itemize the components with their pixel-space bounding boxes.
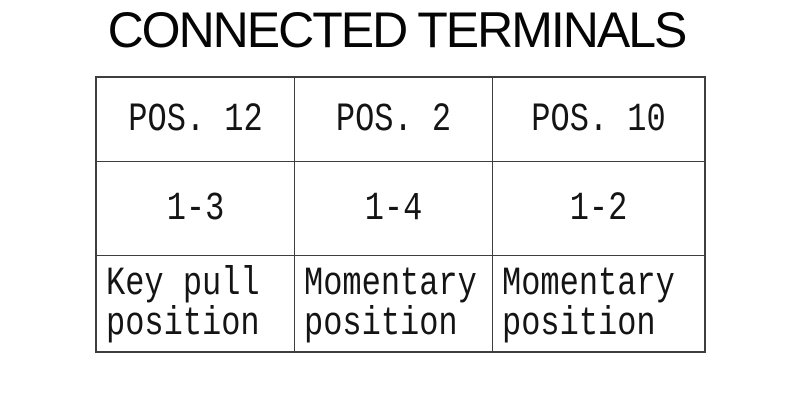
table-cell-pos-2: POS. 2	[295, 78, 493, 162]
table-cell-momentary-position-2: Momentary position	[493, 256, 704, 351]
cell-text: POS. 2	[335, 95, 452, 142]
table-cell-key-pull-position: Key pull position	[97, 256, 295, 351]
table-cell-terminals-1-3: 1-3	[97, 162, 295, 256]
cell-text: POS. 12	[128, 95, 263, 142]
connected-terminals-table: POS. 12 POS. 2 POS. 10 1-3 1-4 1-2 Key p…	[95, 76, 706, 353]
cell-text: POS. 10	[531, 95, 666, 142]
cell-text: Momentary position	[304, 259, 477, 346]
cell-text: 1-2	[569, 184, 628, 231]
cell-text: Key pull position	[106, 259, 260, 346]
page-title: CONNECTED TERMINALS	[107, 2, 688, 58]
table-cell-terminals-1-2: 1-2	[493, 162, 704, 256]
table-cell-pos-10: POS. 10	[493, 78, 704, 162]
cell-text: 1-3	[166, 184, 225, 231]
table-cell-terminals-1-4: 1-4	[295, 162, 493, 256]
cell-text: Momentary position	[502, 259, 675, 346]
table-cell-momentary-position-1: Momentary position	[295, 256, 493, 351]
cell-text: 1-4	[364, 184, 423, 231]
table-cell-pos-12: POS. 12	[97, 78, 295, 162]
